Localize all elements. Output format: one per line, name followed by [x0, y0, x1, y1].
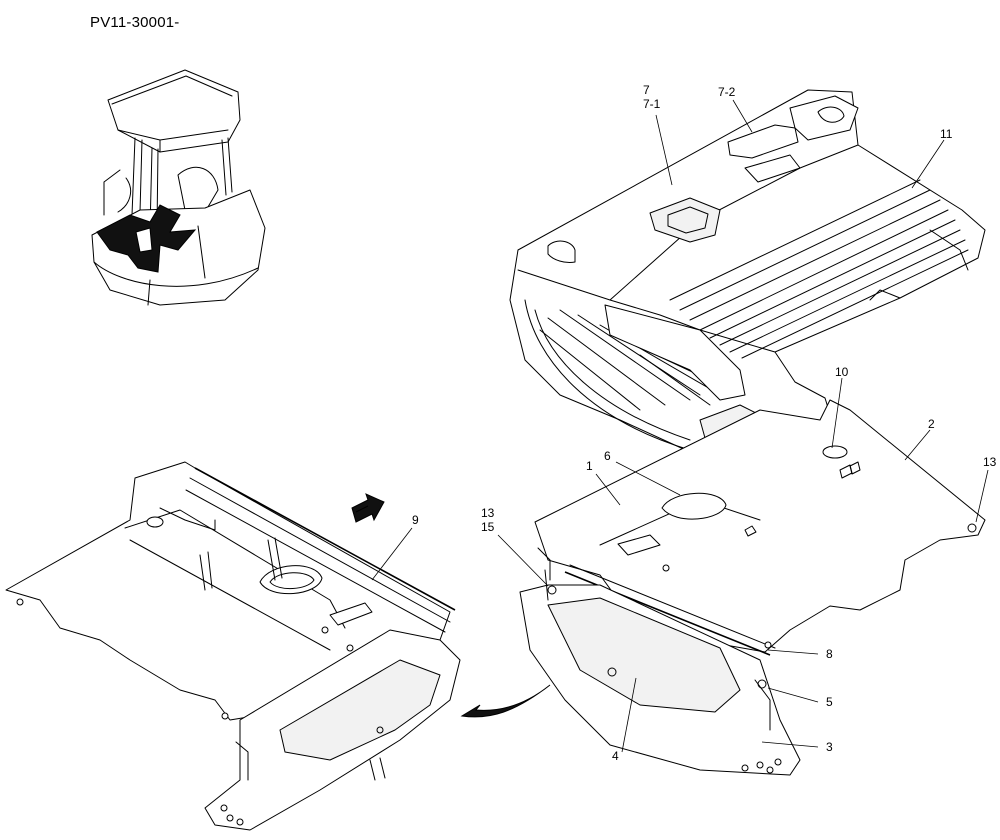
floor-mat-part-7	[509, 89, 986, 471]
callout-part-2: 2	[928, 417, 935, 431]
assembly-arrow-icon	[460, 684, 551, 718]
callout-part-13: 13	[983, 455, 997, 469]
callout-part-1: 1	[586, 459, 593, 473]
callout-part-8: 8	[826, 647, 833, 661]
callout-part-15: 15	[481, 520, 495, 534]
callout-part-7-2: 7-2	[718, 85, 736, 99]
callout-part-3: 3	[826, 740, 833, 754]
view-direction-arrow-icon	[351, 493, 385, 523]
callout-part-7: 7	[643, 83, 650, 97]
callout-part-7-1: 7-1	[643, 97, 661, 111]
callout-part-9: 9	[412, 513, 419, 527]
floor-plate-assembly	[519, 399, 986, 776]
callout-part-13: 13	[481, 506, 495, 520]
callout-part-6: 6	[604, 449, 611, 463]
callout-part-11: 11	[940, 127, 953, 141]
drawing-code-label: PV11-30001-	[90, 14, 180, 31]
callout-part-4: 4	[612, 749, 619, 763]
callout-part-5: 5	[826, 695, 833, 709]
callout-leaders	[371, 99, 989, 753]
assembled-floor-view	[5, 461, 461, 831]
machine-overview-illustration	[91, 69, 266, 306]
callout-part-10: 10	[835, 365, 849, 379]
